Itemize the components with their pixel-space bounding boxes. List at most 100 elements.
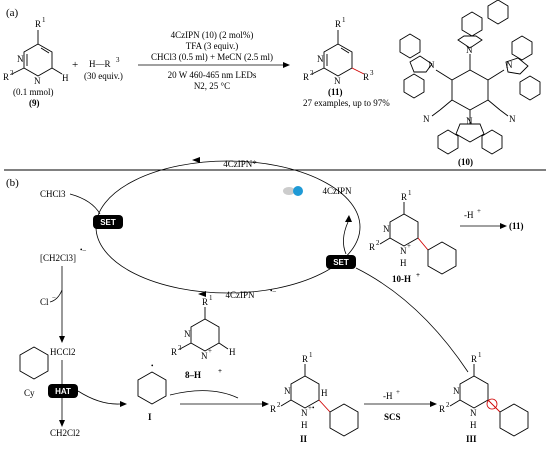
svg-text:+: + xyxy=(208,347,212,355)
chcl2-label: HCCl2 xyxy=(50,347,76,357)
set-pill-right xyxy=(326,255,356,269)
svg-text:+•: +• xyxy=(308,404,315,412)
cyclohexyl-radical-I xyxy=(137,371,167,405)
svg-text:3: 3 xyxy=(370,69,374,77)
svg-text:N: N xyxy=(301,408,308,418)
svg-text:R: R xyxy=(171,347,177,357)
intermediate-III-label: III xyxy=(466,434,477,444)
compound-9-label: (9) xyxy=(29,98,40,108)
svg-text:•–: •– xyxy=(270,287,276,295)
intermediate-II xyxy=(280,364,359,437)
condition-catalyst: 4CzIPN (10) (2 mol%) xyxy=(171,30,254,40)
protonated-label: 8–H xyxy=(185,370,201,380)
intermediate-II-label: II xyxy=(300,434,308,444)
svg-text:+: + xyxy=(407,242,411,250)
ch2cl2-label: CH2Cl2 xyxy=(50,428,80,438)
reagent-equiv: (30 equiv.) xyxy=(84,71,123,81)
svg-text:N: N xyxy=(34,76,41,86)
final-product-label: (11) xyxy=(509,221,524,231)
svg-text:N: N xyxy=(383,224,390,234)
svg-text:R: R xyxy=(369,242,375,252)
svg-text:N: N xyxy=(184,329,191,339)
svg-text:−: − xyxy=(52,294,56,302)
set-pill-left xyxy=(93,215,123,229)
svg-text:N: N xyxy=(466,45,473,55)
photocatalytic-cycle xyxy=(95,160,361,294)
svg-text:H: H xyxy=(301,420,308,430)
svg-text:3: 3 xyxy=(116,56,120,64)
svg-text:R: R xyxy=(202,297,208,307)
intermediate-III xyxy=(449,364,529,437)
condition-solvent: CHCl3 (0.5 ml) + MeCN (2.5 ml) xyxy=(151,52,273,62)
svg-text:1: 1 xyxy=(42,16,46,24)
product-protonated xyxy=(379,202,457,275)
svg-text:2: 2 xyxy=(178,344,182,352)
svg-text:N: N xyxy=(466,116,473,126)
svg-text:N: N xyxy=(428,60,435,70)
svg-text:•: • xyxy=(151,362,154,370)
r2-label: R xyxy=(3,72,9,82)
reagent-formula: H—R xyxy=(89,59,111,69)
svg-text:H: H xyxy=(470,420,477,430)
chcl3-label: CHCl3 xyxy=(40,189,66,199)
svg-text:+: + xyxy=(396,388,400,396)
panel-a-label: (a) xyxy=(6,7,19,19)
svg-text:N: N xyxy=(509,114,516,124)
svg-text:N: N xyxy=(284,386,291,396)
svg-text:R: R xyxy=(401,192,407,202)
svg-text:R: R xyxy=(270,404,276,414)
svg-text:2: 2 xyxy=(310,69,314,77)
amount-label: (0.1 mmol) xyxy=(13,87,54,97)
radical-anion-label: [CH2Cl3] xyxy=(40,253,76,263)
pyrimidine-9 xyxy=(11,30,63,77)
plus-sign: + xyxy=(72,59,78,71)
yield-label: 27 examples, up to 97% xyxy=(303,98,390,108)
chloride-label: Cl xyxy=(40,297,49,307)
svg-text:R: R xyxy=(363,72,369,82)
scs-label: SCS xyxy=(384,412,401,422)
svg-text:N: N xyxy=(506,60,513,70)
catalyst-4czipn-structure xyxy=(399,0,541,155)
condition-atmosphere: N2, 25 °C xyxy=(194,81,230,91)
svg-text:R: R xyxy=(302,354,308,364)
condition-acid: TFA (3 equiv.) xyxy=(186,41,239,51)
svg-text:1: 1 xyxy=(309,351,313,359)
deprotonation-label: -H xyxy=(383,391,393,401)
product-11 xyxy=(311,30,365,77)
protonated-pyrimidine xyxy=(179,307,229,352)
svg-text:1: 1 xyxy=(209,294,213,302)
svg-text:2: 2 xyxy=(277,401,281,409)
cat-reduced-label: 4CzIPN xyxy=(226,290,256,300)
svg-text:SET: SET xyxy=(333,258,349,267)
cat-ground-label: 4CzIPN xyxy=(323,186,353,196)
svg-text:H: H xyxy=(62,73,69,83)
condition-light: 20 W 460-465 nm LEDs xyxy=(168,70,257,80)
svg-text:+: + xyxy=(477,207,481,215)
svg-text:SET: SET xyxy=(100,218,116,227)
svg-text:N: N xyxy=(201,351,208,361)
product-h-label: 10-H xyxy=(392,274,411,284)
r1-label: R xyxy=(35,19,41,29)
cyclohexane-icon xyxy=(19,346,49,380)
final-deprotonation-label: -H xyxy=(464,210,474,220)
svg-text:R: R xyxy=(335,19,341,29)
svg-text:H: H xyxy=(400,258,407,268)
svg-text:•–: •– xyxy=(80,246,86,254)
svg-text:+: + xyxy=(416,271,420,279)
svg-text:R: R xyxy=(303,72,309,82)
svg-text:N: N xyxy=(423,114,430,124)
svg-text:R: R xyxy=(471,354,477,364)
svg-text:1: 1 xyxy=(408,189,412,197)
panel-b-label: (b) xyxy=(6,177,19,189)
svg-text:N: N xyxy=(317,54,324,64)
svg-text:H: H xyxy=(229,347,236,357)
svg-text:2: 2 xyxy=(376,239,380,247)
hat-pill xyxy=(48,384,78,398)
compound-11-label: (11) xyxy=(328,87,343,97)
svg-text:1: 1 xyxy=(478,351,482,359)
svg-text:N: N xyxy=(453,386,460,396)
cy-label: Cy xyxy=(24,388,35,398)
svg-text:HAT: HAT xyxy=(55,387,71,396)
blue-led-icon xyxy=(283,186,303,196)
